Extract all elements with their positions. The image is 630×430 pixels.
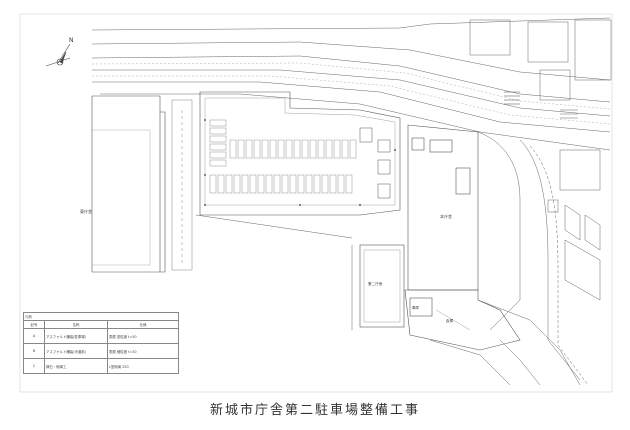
road-right-curve <box>477 131 589 386</box>
top-right-buildings <box>469 19 612 101</box>
main-building <box>407 124 479 291</box>
lower-block <box>404 289 521 351</box>
left-block <box>91 95 166 273</box>
sub-building-b <box>409 297 433 317</box>
legend-row-name: 縁石・側溝工 <box>44 358 108 374</box>
drawing-frame <box>19 13 613 393</box>
legend-caption: 凡例 <box>23 312 179 321</box>
legend-row-mark: C <box>23 358 45 374</box>
sub-building-b-label: 車庫 <box>412 305 419 310</box>
parking-lot <box>199 91 401 216</box>
parking-structures <box>359 127 391 199</box>
boundary-line-2 <box>195 214 353 239</box>
sub-building-a-label: 第二庁舎 <box>368 281 383 286</box>
north-label: N <box>69 37 74 44</box>
legend-table: 凡例 記号 名称 仕様 A アスファルト舗装(駐車場) 表層 密粒度 t=50 … <box>23 312 179 389</box>
drawing-title: 新城市庁舎第二駐車場整備工事 <box>209 403 420 418</box>
main-building-label: 本庁舎 <box>440 213 452 219</box>
legend-header-mark: 記号 <box>23 320 45 329</box>
legend-row-spec: L型側溝 250 <box>107 358 179 374</box>
parking-markers <box>204 119 396 206</box>
legend-row-spec: 表層 細粒度 t=30 <box>107 343 179 359</box>
legend-row-mark: A <box>23 328 45 344</box>
legend-row-mark: B <box>23 343 45 359</box>
crosswalk <box>504 91 578 119</box>
legend-row-name: アスファルト舗装(歩道部) <box>44 343 108 359</box>
legend-row-spec: 表層 密粒度 t=50 <box>107 328 179 344</box>
legend-row-name: アスファルト舗装(駐車場) <box>44 328 108 344</box>
north-arrow-icon <box>45 43 71 67</box>
road-dashes <box>91 62 611 125</box>
parking-stalls <box>209 119 357 194</box>
road-lower-right <box>429 299 581 386</box>
road-upper <box>91 17 611 151</box>
right-side-block <box>547 149 601 301</box>
left-block-label: 東庁舎 <box>80 208 92 214</box>
legend-header-name: 名称 <box>44 320 108 329</box>
lower-block-label: 倉庫 <box>446 318 454 323</box>
left-strip <box>171 99 193 271</box>
legend-header-spec: 仕様 <box>107 320 179 329</box>
sub-building-a <box>359 244 405 328</box>
